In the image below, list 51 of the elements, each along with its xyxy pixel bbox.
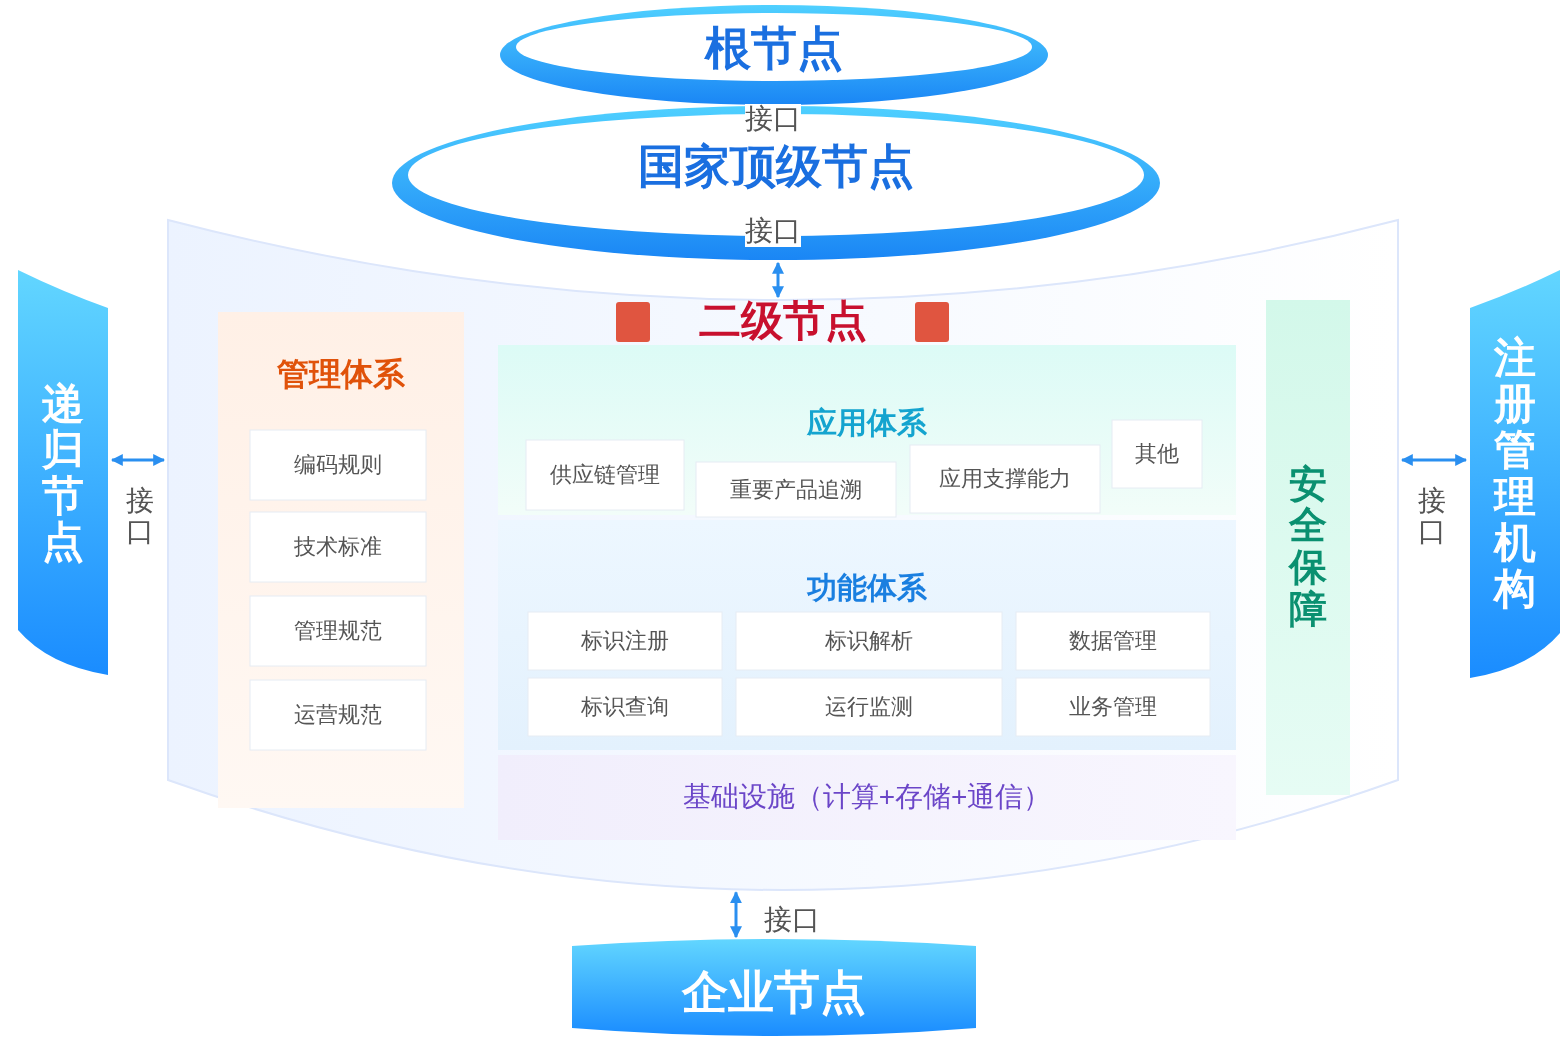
side-node-banner	[1470, 270, 1560, 678]
node-ring	[392, 106, 1160, 260]
item-card	[528, 678, 722, 736]
node-title: 二级节点	[698, 298, 868, 344]
system-panel	[218, 312, 464, 808]
panel-title: 功能体系	[806, 570, 928, 606]
item-label: 业务管理	[1068, 693, 1158, 721]
infrastructure-band	[498, 755, 1236, 840]
item-label: 数据管理	[1068, 627, 1158, 655]
item-label: 编码规则	[293, 451, 383, 479]
item-label: 管理规范	[293, 617, 383, 645]
panel-title: 应用体系	[806, 405, 928, 441]
item-card	[736, 612, 1002, 670]
item-label: 技术标准	[293, 533, 383, 561]
double-arrow	[110, 454, 166, 466]
side-node-banner	[18, 270, 108, 675]
node-title: 安全保障	[1289, 463, 1327, 632]
item-card	[736, 678, 1002, 736]
node-title: 国家顶级节点	[637, 139, 915, 194]
item-label: 供应链管理	[549, 461, 661, 489]
double-arrow	[1400, 454, 1468, 466]
panel-title: 管理体系	[276, 355, 406, 394]
item-card	[1016, 678, 1210, 736]
system-panel	[498, 520, 1236, 750]
item-label: 标识查询	[580, 693, 670, 721]
item-label: 其他	[1134, 440, 1180, 468]
item-label: 标识解析	[824, 627, 914, 655]
node-title: 递归节点	[42, 380, 84, 565]
edge-label: 接口	[1418, 486, 1446, 548]
node-ring	[500, 5, 1048, 105]
item-card	[910, 445, 1100, 513]
node-title: 注册管理机构	[1494, 335, 1536, 613]
security-bar	[1266, 300, 1350, 795]
item-card	[1112, 420, 1202, 488]
infrastructure-label: 基础设施（计算+存储+通信）	[681, 780, 1053, 814]
item-label: 重要产品追溯	[729, 476, 863, 504]
system-panel	[498, 345, 1236, 515]
double-arrow	[730, 891, 742, 939]
item-card	[526, 440, 684, 510]
node-title: 根节点	[703, 25, 844, 71]
item-card	[528, 612, 722, 670]
item-label: 运营规范	[293, 701, 383, 729]
edge-label: 接口	[745, 216, 801, 247]
item-label: 运行监测	[824, 693, 914, 721]
item-card	[1016, 612, 1210, 670]
item-label: 应用支撑能力	[938, 465, 1072, 493]
node-title: 企业节点	[681, 965, 867, 1020]
interface-label: 接口	[745, 104, 801, 135]
item-label: 标识注册	[580, 627, 670, 655]
double-arrow	[772, 261, 784, 299]
edge-label: 接口	[126, 486, 154, 548]
